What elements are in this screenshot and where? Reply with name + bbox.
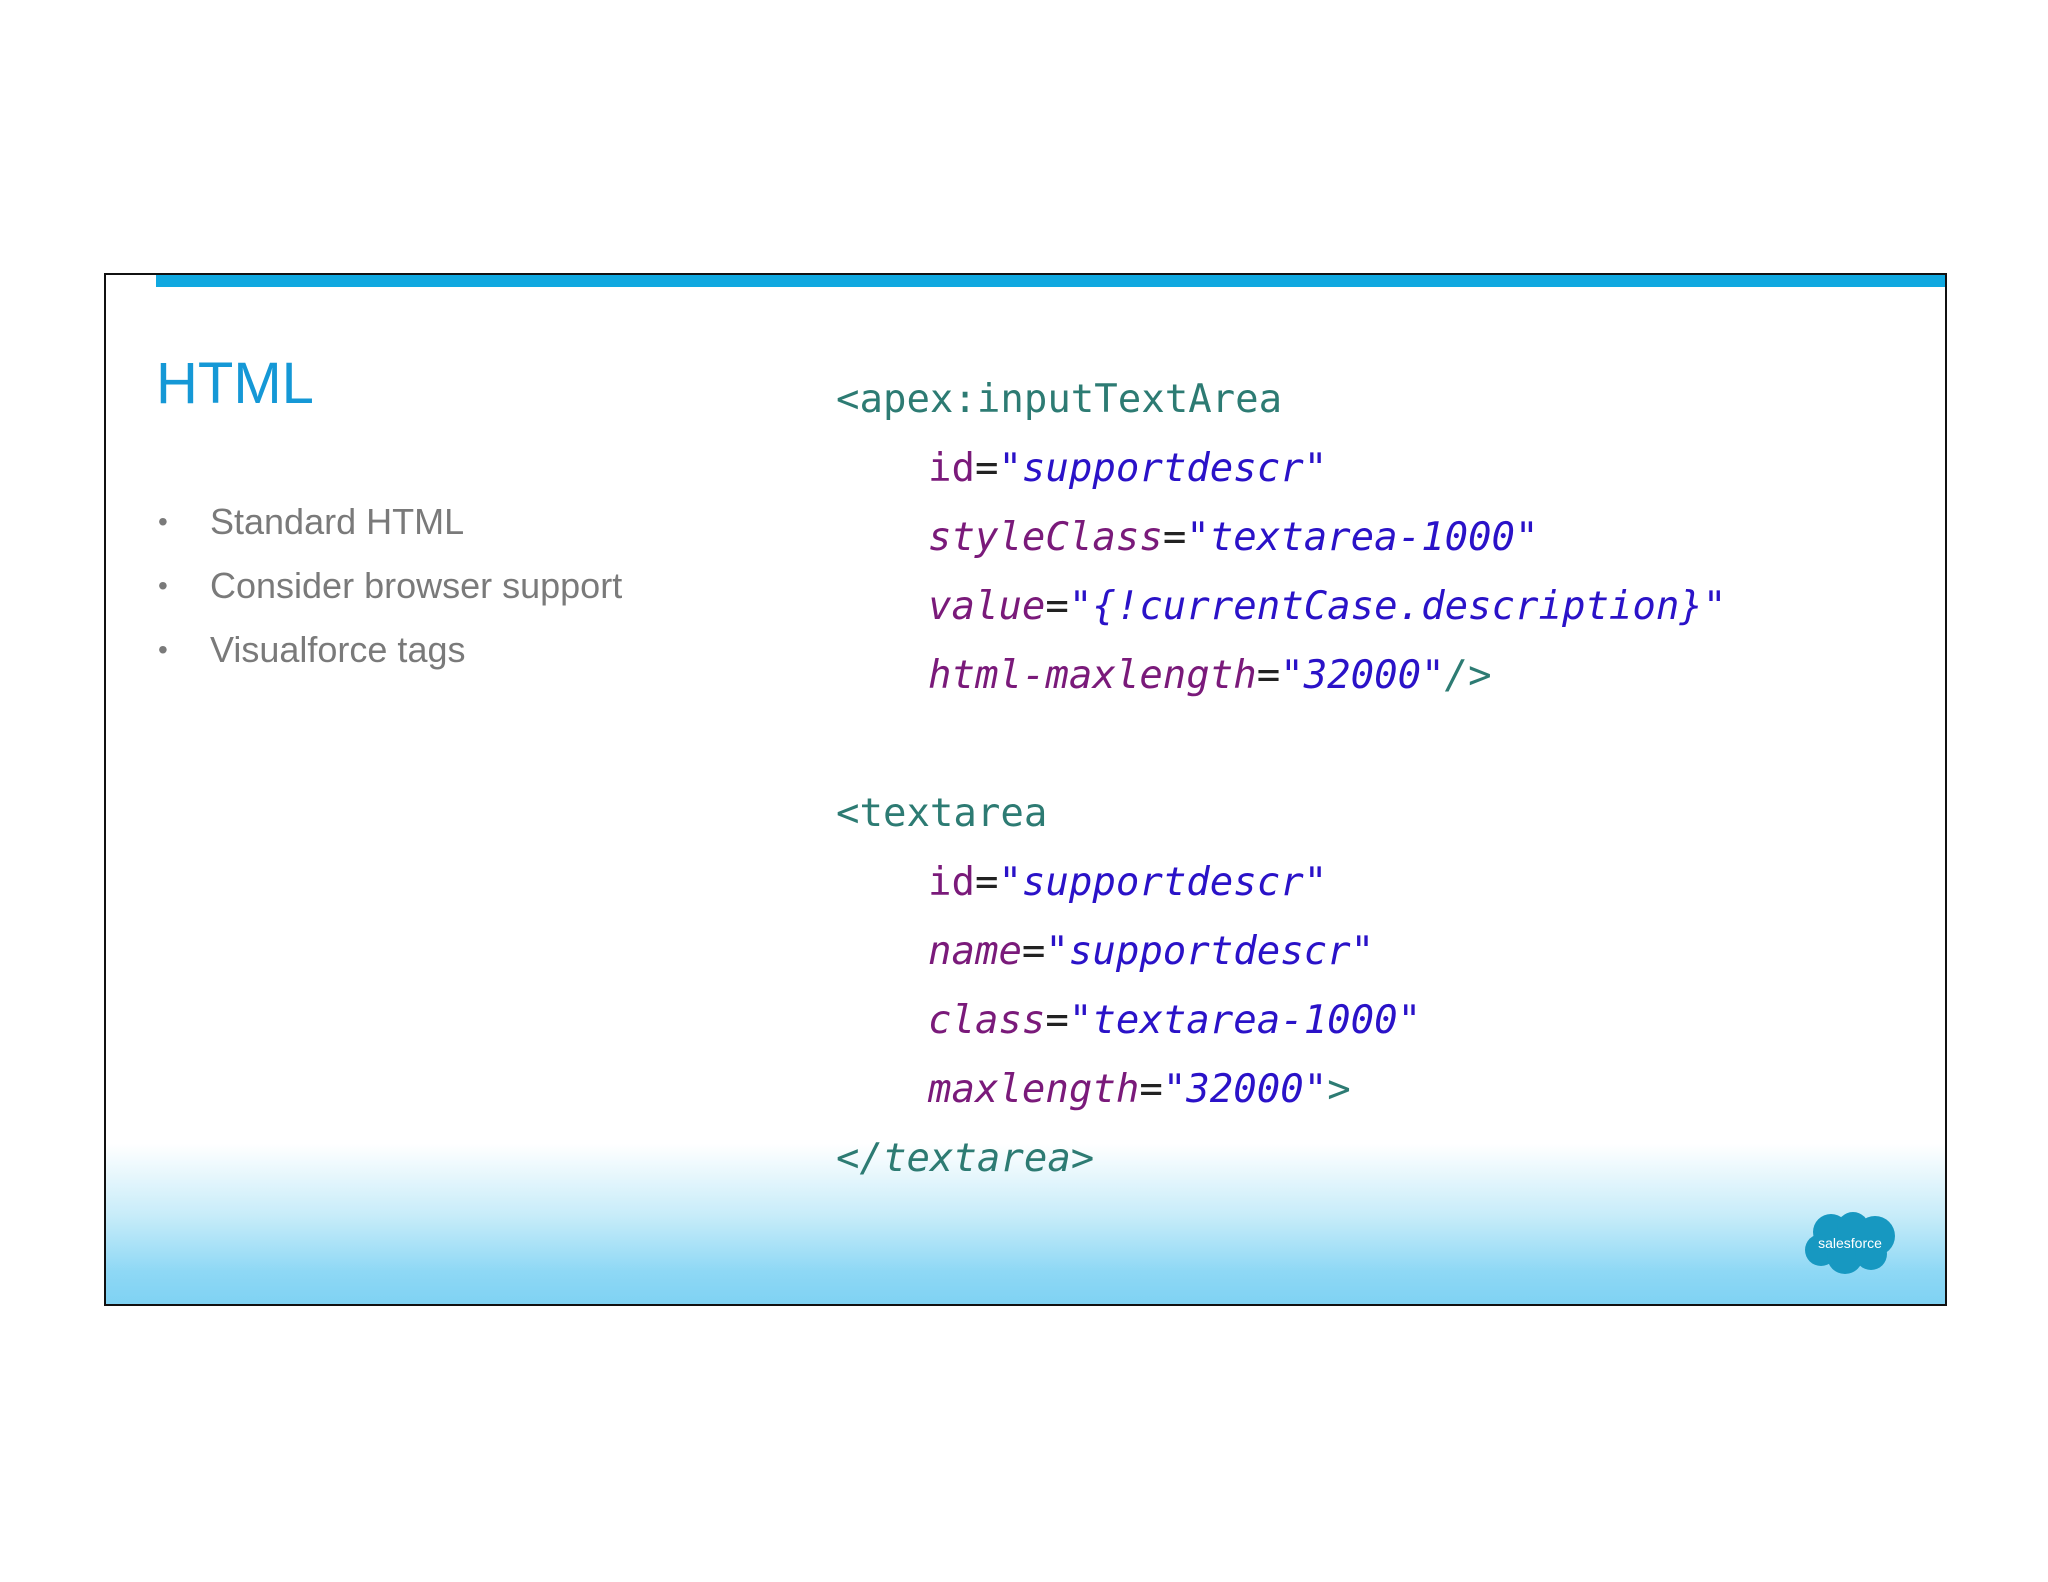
code-attr-value: "supportdescr"	[1045, 929, 1375, 974]
salesforce-logo-icon: salesforce	[1805, 1212, 1895, 1274]
code-attr-value: "32000"	[1162, 1067, 1328, 1112]
code-equals: =	[1045, 998, 1069, 1043]
bullet-dot: •	[158, 634, 168, 665]
top-accent-bar	[156, 275, 1945, 287]
code-attr-value: "textarea-1000"	[1068, 998, 1422, 1043]
bottom-gradient	[106, 1144, 1945, 1304]
code-attr-name: class	[928, 998, 1046, 1043]
code-equals: =	[1045, 584, 1069, 629]
bullet-text: Consider browser support	[210, 565, 623, 606]
code-attr-value: "32000"	[1280, 653, 1445, 698]
code-equals: =	[1139, 1067, 1163, 1112]
bullet-text: Visualforce tags	[210, 629, 466, 670]
bullet-text: Standard HTML	[210, 501, 465, 542]
bullet-dot: •	[158, 506, 168, 537]
code-attr-name: id	[928, 860, 975, 905]
bullet-item: • Standard HTML	[156, 490, 622, 554]
code-line: <textarea	[836, 779, 1726, 848]
code-line: html-maxlength="32000"/>	[836, 641, 1726, 710]
code-attr-name: id	[928, 446, 975, 491]
code-line: <apex:inputTextArea	[836, 365, 1726, 434]
code-tag-close: >	[1327, 1067, 1351, 1112]
bullet-list: • Standard HTML • Consider browser suppo…	[156, 490, 622, 682]
code-attr-value: "supportdescr"	[998, 860, 1328, 905]
code-attr-name: maxlength	[928, 1067, 1140, 1112]
code-end-tag: </textarea>	[836, 1136, 1095, 1181]
code-line: styleClass="textarea-1000"	[836, 503, 1726, 572]
code-open-tag: <apex:inputTextArea	[836, 377, 1283, 422]
code-equals: =	[974, 446, 999, 491]
code-line: id="supportdescr"	[836, 848, 1726, 917]
code-attr-value: "supportdescr"	[998, 446, 1328, 491]
bullet-item: • Visualforce tags	[156, 618, 622, 682]
code-line: name="supportdescr"	[836, 917, 1726, 986]
code-attr-value: "textarea-1000"	[1186, 515, 1539, 560]
code-line: id="supportdescr"	[836, 434, 1726, 503]
code-spacer	[836, 710, 1726, 779]
code-line: </textarea>	[836, 1124, 1726, 1193]
bullet-item: • Consider browser support	[156, 554, 622, 618]
code-attr-name: styleClass	[928, 515, 1163, 560]
code-attr-value: "{!currentCase.description}"	[1068, 584, 1727, 629]
bullet-dot: •	[158, 570, 168, 601]
code-attr-name: value	[928, 584, 1046, 629]
code-equals: =	[1256, 653, 1281, 698]
logo-wordmark: salesforce	[1818, 1235, 1882, 1251]
code-sample: <apex:inputTextArea id="supportdescr" st…	[836, 365, 1726, 1193]
code-line: value="{!currentCase.description}"	[836, 572, 1726, 641]
slide-title: HTML	[156, 351, 314, 416]
code-line: class="textarea-1000"	[836, 986, 1726, 1055]
code-equals: =	[974, 860, 999, 905]
code-attr-name: html-maxlength	[928, 653, 1257, 698]
code-line: maxlength="32000">	[836, 1055, 1726, 1124]
code-equals: =	[1162, 515, 1187, 560]
code-self-close: />	[1444, 653, 1492, 698]
code-equals: =	[1021, 929, 1046, 974]
code-attr-name: name	[928, 929, 1022, 974]
code-open-tag: <textarea	[836, 791, 1048, 836]
slide: HTML • Standard HTML • Consider browser …	[104, 273, 1947, 1306]
